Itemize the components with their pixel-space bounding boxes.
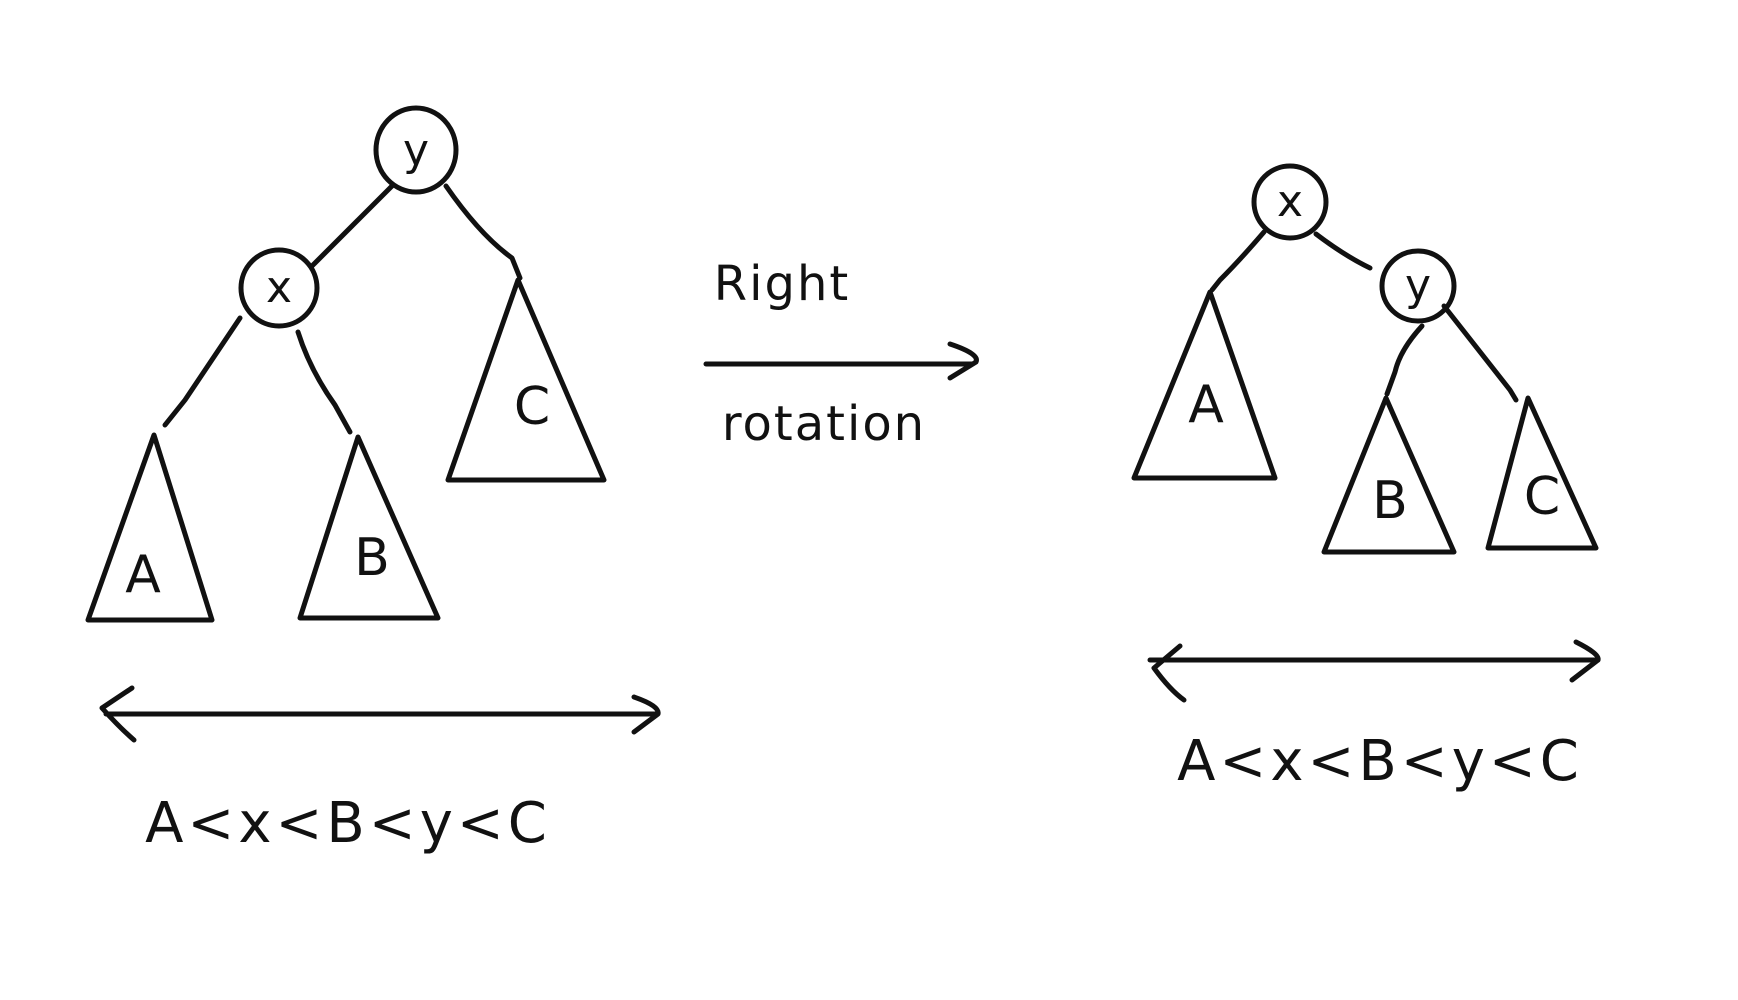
subtree-a-after: A [1131, 289, 1278, 481]
subtree-triangle [85, 432, 215, 623]
operation-label-top: Right [714, 256, 850, 312]
node-circle [373, 105, 459, 195]
node-circle [238, 247, 320, 329]
node-circle [1379, 248, 1457, 324]
edge-x-y [1313, 231, 1373, 271]
node-y-before: y [373, 105, 459, 195]
node-label: x [1277, 176, 1303, 227]
subtree-label: B [1372, 471, 1408, 531]
rotation-operation: Right rotation [703, 256, 979, 452]
subtree-label: A [125, 545, 161, 605]
tree-before: y x A B C A<x<B<y<C [85, 105, 661, 856]
arrow-head-right [1569, 639, 1601, 683]
subtree-b-after: B [1321, 395, 1457, 555]
edge-y-c [1441, 303, 1519, 403]
edge-y-x [309, 183, 395, 269]
node-circle [1251, 163, 1329, 241]
edge-y-b [1384, 323, 1425, 397]
edge-x-a [162, 315, 243, 428]
node-label: y [1405, 260, 1431, 311]
edge-y-c [443, 183, 523, 281]
subtree-label: B [354, 528, 390, 588]
node-x-after: x [1251, 163, 1329, 241]
subtree-triangle [297, 434, 441, 621]
subtree-label: C [514, 377, 550, 437]
ordering-caption-before: A<x<B<y<C [145, 791, 551, 856]
subtree-triangle [1131, 289, 1278, 481]
order-arrow-after [1147, 639, 1601, 703]
subtree-label: C [1524, 467, 1560, 527]
tree-after: x y A B C A<x<B<y<C [1131, 163, 1601, 794]
node-y-after: y [1379, 248, 1457, 324]
operation-arrow-head [947, 341, 979, 381]
subtree-c-after: C [1485, 395, 1599, 551]
arrow-head-right [631, 694, 661, 735]
edge-x-a [1209, 229, 1267, 293]
ordering-caption-after: A<x<B<y<C [1177, 729, 1583, 794]
operation-label-bottom: rotation [722, 396, 926, 452]
node-x-before: x [238, 247, 320, 329]
node-label: x [266, 262, 292, 313]
subtree-label: A [1188, 375, 1224, 435]
edge-x-b [295, 329, 353, 435]
arrow-head-left [99, 685, 137, 743]
subtree-triangle [1321, 395, 1457, 555]
order-arrow-before [99, 685, 661, 743]
subtree-b-before: B [297, 434, 441, 621]
subtree-triangle [445, 277, 607, 483]
subtree-c-before: C [445, 277, 607, 483]
subtree-a-before: A [85, 432, 215, 623]
arrow-head-left [1151, 643, 1187, 703]
node-label: y [403, 125, 429, 176]
subtree-triangle [1485, 395, 1599, 551]
